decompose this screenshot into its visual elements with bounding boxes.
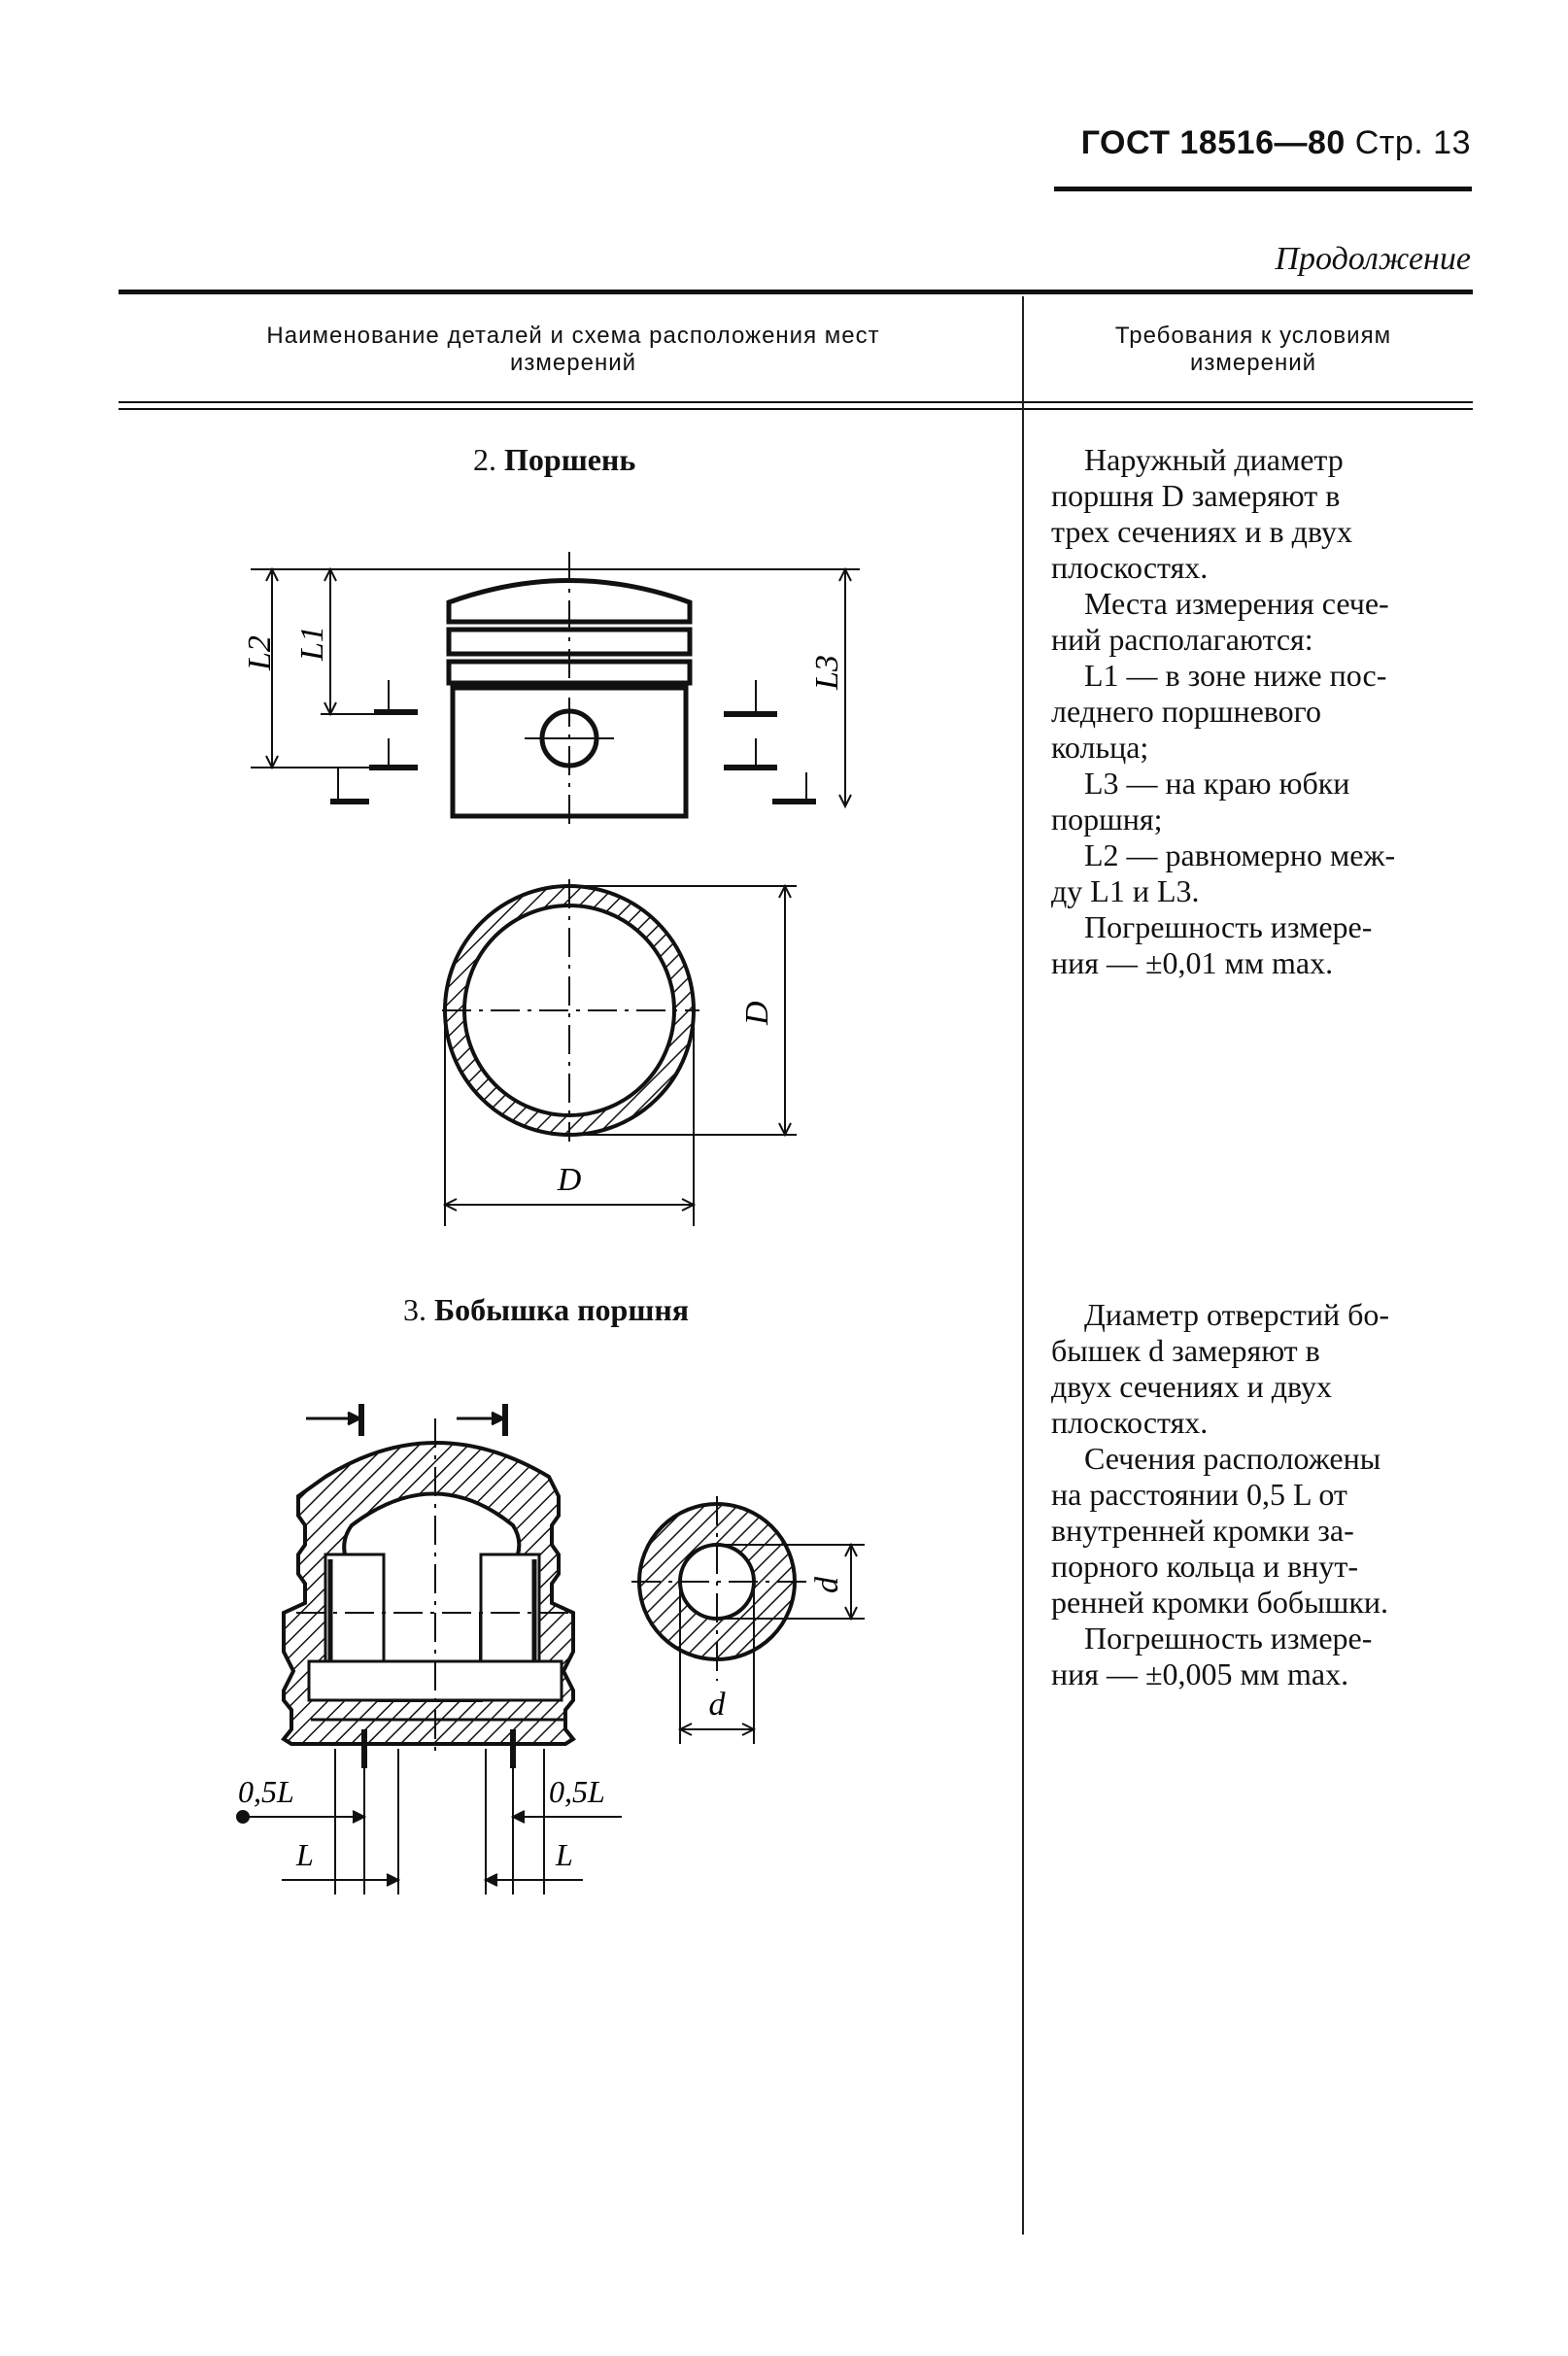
s3-line: Погрешность измере- <box>1084 1621 1373 1656</box>
label-d-horizontal: d <box>709 1687 727 1723</box>
table-header-rule-1 <box>119 401 1473 403</box>
s2-line: L3 — на краю юбки <box>1084 766 1350 801</box>
boss-section-view <box>236 1404 622 1895</box>
s2-line: Погрешность измере- <box>1084 909 1373 944</box>
page-number: Стр. 13 <box>1354 124 1471 161</box>
label-L2: L2 <box>242 635 278 671</box>
s3-line: бышек d замеряют в <box>1051 1333 1320 1368</box>
s3-line: плоскостях. <box>1051 1405 1209 1440</box>
s2-line: ния — ±0,01 мм max. <box>1051 945 1334 980</box>
s3-line: Сечения расположены <box>1084 1441 1381 1476</box>
column-header-parts: Наименование деталей и схема расположени… <box>266 323 880 376</box>
s3-line: двух сечениях и двух <box>1051 1369 1332 1404</box>
s3-line: порного кольца и внут- <box>1051 1549 1358 1584</box>
table-top-rule <box>119 290 1473 294</box>
section-3-requirements: Диаметр отверстий бо- бышек d замеряют в… <box>1051 1297 1467 1692</box>
label-L3: L3 <box>809 655 845 691</box>
s2-line: поршня D замеряют в <box>1051 478 1341 513</box>
label-D-horizontal: D <box>557 1162 582 1198</box>
s3-line: на расстоянии 0,5 L от <box>1051 1477 1347 1512</box>
page-header: ГОСТ 18516—80 Стр. 13 <box>1081 124 1471 162</box>
s3-line: ния — ±0,005 мм max. <box>1051 1656 1349 1691</box>
s2-line: ду L1 и L3. <box>1051 873 1200 908</box>
section-3-title: 3. Бобышка поршня <box>403 1292 690 1327</box>
s2-line: Наружный диаметр <box>1084 442 1344 477</box>
column-header-requirements: Требования к условиям измерений <box>1114 323 1392 376</box>
continuation-label: Продолжение <box>1275 241 1471 277</box>
s2-line: трех сечениях и в двух <box>1051 514 1352 549</box>
s2-line: леднего поршневого <box>1051 694 1321 729</box>
standard-number: ГОСТ 18516—80 <box>1080 124 1346 161</box>
piston-side-view <box>251 552 860 826</box>
label-d-vertical: d <box>809 1576 845 1593</box>
s3-line: внутренней кромки за- <box>1051 1513 1354 1548</box>
label-L-left: L <box>295 1837 314 1872</box>
s2-line: Места измерения сече- <box>1084 586 1389 621</box>
boss-cross-section <box>631 1496 865 1744</box>
table-header-rule-2 <box>119 408 1473 410</box>
s2-line: ний располагаются: <box>1051 622 1313 657</box>
s2-line: плоскостях. <box>1051 550 1209 585</box>
label-L1: L1 <box>294 626 330 662</box>
s3-line: ренней кромки бобышки. <box>1051 1585 1389 1620</box>
section-2-title: 2. Поршень <box>473 442 636 477</box>
column-divider <box>1022 296 1024 2235</box>
label-0-5L-left: 0,5L <box>238 1774 294 1809</box>
s2-line: кольца; <box>1051 730 1149 765</box>
label-D-vertical: D <box>739 1001 775 1026</box>
label-L-right: L <box>555 1837 573 1872</box>
header-rule <box>1054 187 1472 191</box>
label-0-5L-right: 0,5L <box>549 1774 605 1809</box>
s3-line: Диаметр отверстий бо- <box>1084 1297 1390 1332</box>
section-2-requirements: Наружный диаметр поршня D замеряют в тре… <box>1051 442 1467 981</box>
piston-cross-section <box>442 879 797 1226</box>
s2-line: L2 — равномерно меж- <box>1084 837 1396 872</box>
s2-line: L1 — в зоне ниже пос- <box>1084 658 1387 693</box>
s2-line: поршня; <box>1051 802 1163 837</box>
